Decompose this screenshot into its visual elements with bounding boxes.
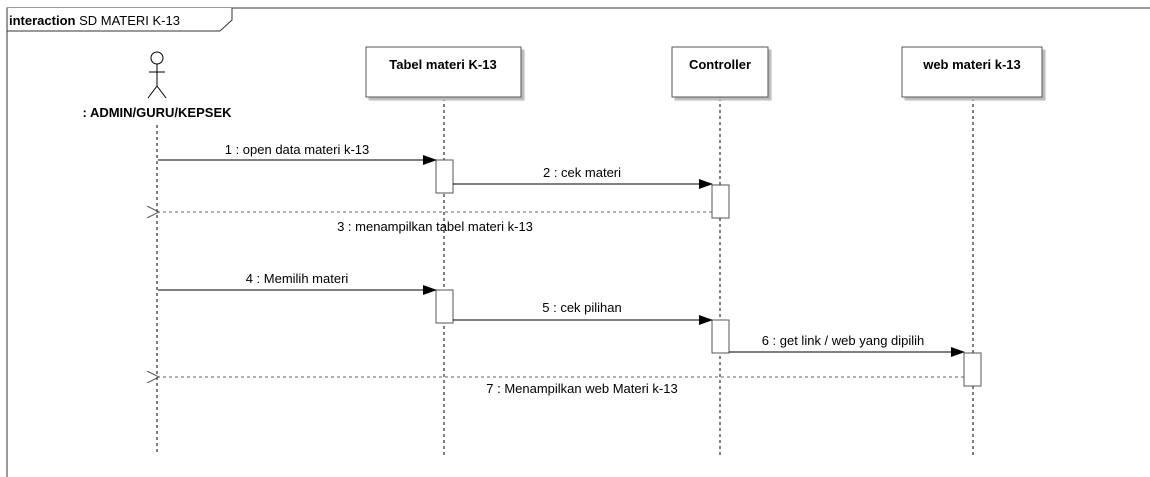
- frame-keyword: interaction: [9, 13, 79, 28]
- activation-tabel-1: [435, 159, 454, 194]
- message-3-label: 3 : menampilkan tabel materi k-13: [337, 219, 533, 234]
- svg-text:interaction SD MATERI K: interaction SD MATERI K-13: [9, 13, 180, 28]
- actor-label: : ADMIN/GURU/KEPSEK: [82, 105, 232, 120]
- participant-tabel[interactable]: Tabel materi K-13: [365, 46, 522, 98]
- interaction-frame: interaction SD MATERI K-13: [6, 7, 1150, 477]
- message-1[interactable]: 1 : open data materi k-13: [158, 142, 437, 165]
- activations: [435, 159, 982, 387]
- actor-stick-figure-icon: [147, 51, 167, 99]
- message-3[interactable]: 3 : menampilkan tabel materi k-13: [159, 212, 712, 234]
- participant-web-label: web materi k-13: [922, 57, 1021, 72]
- message-1-label: 1 : open data materi k-13: [225, 142, 370, 157]
- participant-controller-label: Controller: [689, 57, 751, 72]
- message-6[interactable]: 6 : get link / web yang dipilih: [729, 333, 965, 357]
- message-6-label: 6 : get link / web yang dipilih: [762, 333, 925, 348]
- message-2[interactable]: 2 : cek materi: [453, 165, 713, 189]
- activation-web-1: [963, 352, 982, 387]
- frame-name: SD MATERI K-13: [79, 13, 180, 28]
- message-4[interactable]: 4 : Memilih materi: [158, 271, 437, 295]
- message-5[interactable]: 5 : cek pilihan: [453, 300, 713, 325]
- activation-tabel-2: [435, 289, 454, 324]
- message-5-label: 5 : cek pilihan: [542, 300, 622, 315]
- message-4-label: 4 : Memilih materi: [246, 271, 349, 286]
- message-7[interactable]: 7 : Menampilkan web Materi k-13: [159, 377, 964, 396]
- activation-controller-2: [711, 319, 730, 354]
- participant-controller[interactable]: Controller: [671, 46, 769, 98]
- actor-admin: : ADMIN/GURU/KEPSEK: [82, 51, 232, 120]
- message-2-label: 2 : cek materi: [543, 165, 621, 180]
- participant-web[interactable]: web materi k-13: [901, 46, 1043, 98]
- participant-tabel-label: Tabel materi K-13: [389, 57, 496, 72]
- activation-controller-1: [711, 184, 730, 219]
- lifelines: [156, 98, 974, 455]
- message-7-label: 7 : Menampilkan web Materi k-13: [486, 381, 677, 396]
